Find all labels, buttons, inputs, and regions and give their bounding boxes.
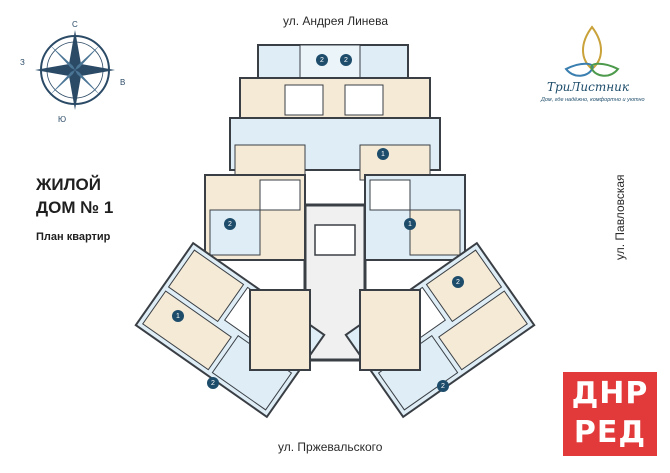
badge-label: 1	[381, 151, 385, 158]
watermark-line1: ДНР	[571, 376, 649, 411]
street-right: ул. Павловская	[613, 174, 627, 260]
street-top: ул. Андрея Линева	[283, 14, 389, 28]
badge-label: 1	[176, 313, 180, 320]
badge-label: 2	[344, 57, 348, 64]
subtitle: План квартир	[36, 231, 111, 243]
title-line1: ЖИЛОЙ	[36, 175, 101, 194]
badge-label: 2	[211, 380, 215, 387]
street-bottom: ул. Пржевальского	[278, 440, 383, 454]
compass-icon	[35, 30, 115, 110]
badge-label: 2	[456, 279, 460, 286]
wing-left	[204, 174, 306, 261]
wing-top	[229, 44, 441, 181]
brand-slogan: Дом, где надёжно, комфортно и уютно	[541, 97, 645, 103]
compass-south: Ю	[58, 115, 67, 124]
watermark-logo: ДНР РЕД	[563, 372, 657, 456]
watermark-line2: РЕД	[573, 415, 647, 450]
trefoil-logo-icon	[564, 25, 620, 77]
compass-north: С	[72, 20, 78, 29]
badge-label: 2	[441, 383, 445, 390]
brand-name: ТриЛистник	[547, 80, 630, 94]
title-line2: ДОМ № 1	[36, 198, 114, 217]
compass-east: В	[120, 78, 126, 87]
badge-label: 1	[408, 221, 412, 228]
wing-lower-left	[134, 241, 326, 419]
wing-right	[364, 174, 466, 261]
badge-label: 2	[320, 57, 324, 64]
badge-label: 2	[228, 221, 232, 228]
apartment-badges	[172, 54, 464, 392]
compass-west: З	[20, 58, 25, 67]
